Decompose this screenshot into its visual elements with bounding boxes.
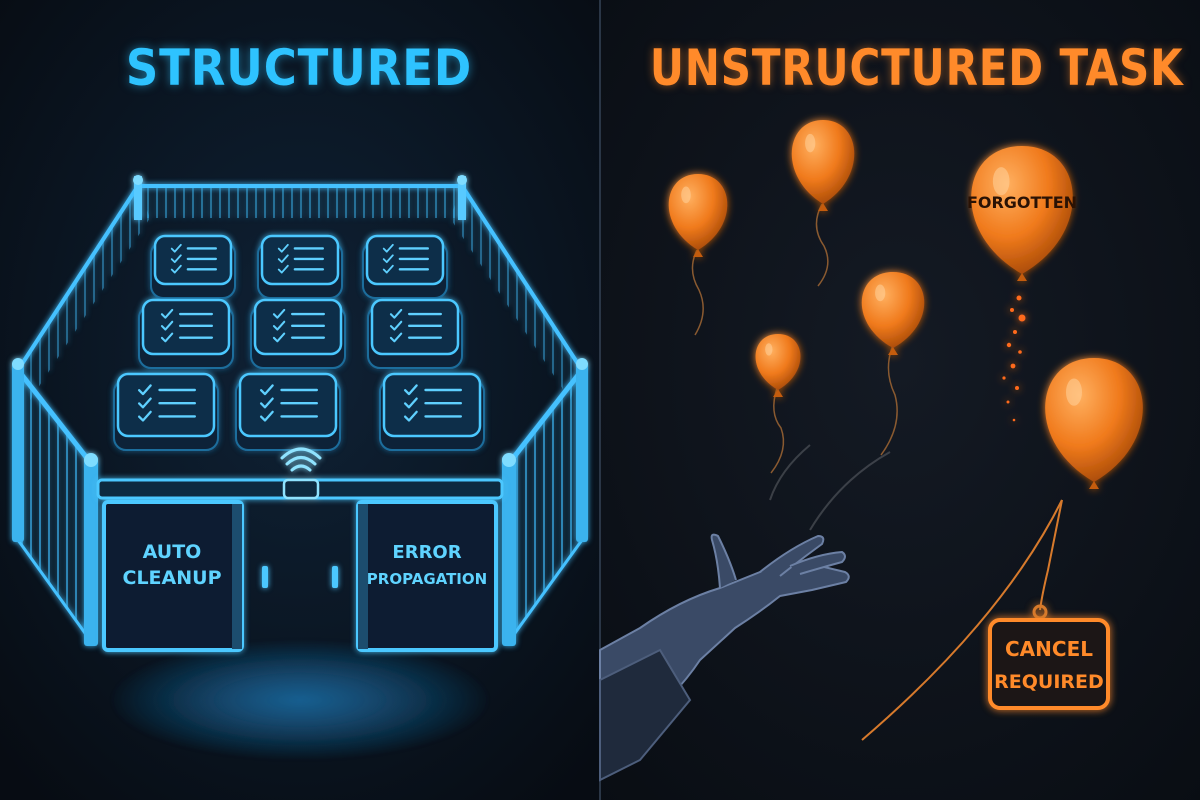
balloon-icon xyxy=(861,272,925,355)
gate-label-left-line2: CLEANUP xyxy=(123,567,222,589)
balloon-icon xyxy=(971,146,1073,281)
task-card xyxy=(379,372,485,451)
motion-trails xyxy=(769,444,891,531)
gate: AUTO CLEANUP ERROR PROPAGATION xyxy=(96,447,504,652)
checklist-icon xyxy=(382,243,429,274)
task-cards-grid xyxy=(113,234,485,451)
checklist-icon xyxy=(137,384,197,422)
tag-label-line2: REQUIRED xyxy=(994,671,1104,693)
balloon-icon xyxy=(1045,358,1143,489)
checklist-icon xyxy=(160,308,214,343)
task-card xyxy=(138,298,234,369)
task-card xyxy=(257,234,343,299)
balloon-icon xyxy=(791,120,855,211)
balloon-icon xyxy=(755,334,801,397)
checklist-icon xyxy=(259,384,318,422)
tag-label-line1: CANCEL xyxy=(1005,637,1093,661)
gate-label-right-line2: PROPAGATION xyxy=(367,570,487,588)
tag-tether xyxy=(861,499,1063,741)
task-card xyxy=(235,372,341,451)
balloon-icon xyxy=(668,174,728,257)
balloon-group xyxy=(668,120,1143,489)
unstructured-title: UNSTRUCTURED TASK xyxy=(649,39,1184,97)
checklist-icon xyxy=(277,243,324,274)
tag-icon: CANCEL REQUIRED xyxy=(988,604,1110,710)
checklist-icon xyxy=(170,243,218,274)
task-card xyxy=(113,372,219,451)
gate-label-right-line1: ERROR xyxy=(392,542,461,563)
task-card xyxy=(362,234,448,299)
open-hand-icon xyxy=(599,533,850,782)
leak-particles xyxy=(1002,295,1026,422)
checklist-icon xyxy=(403,384,462,422)
task-card xyxy=(150,234,236,299)
balloon-strings xyxy=(691,203,898,474)
task-card xyxy=(250,298,346,369)
gate-label-left-line1: AUTO xyxy=(143,541,202,563)
task-card xyxy=(367,298,463,369)
fence-enclosure xyxy=(12,175,588,760)
checklist-icon xyxy=(272,308,325,343)
checklist-icon xyxy=(389,308,442,343)
gate-lock xyxy=(282,478,320,500)
forgotten-label: FORGOTTEN xyxy=(967,193,1077,212)
structured-title: STRUCTURED xyxy=(125,39,473,97)
wireless-signal-icon xyxy=(280,447,322,472)
